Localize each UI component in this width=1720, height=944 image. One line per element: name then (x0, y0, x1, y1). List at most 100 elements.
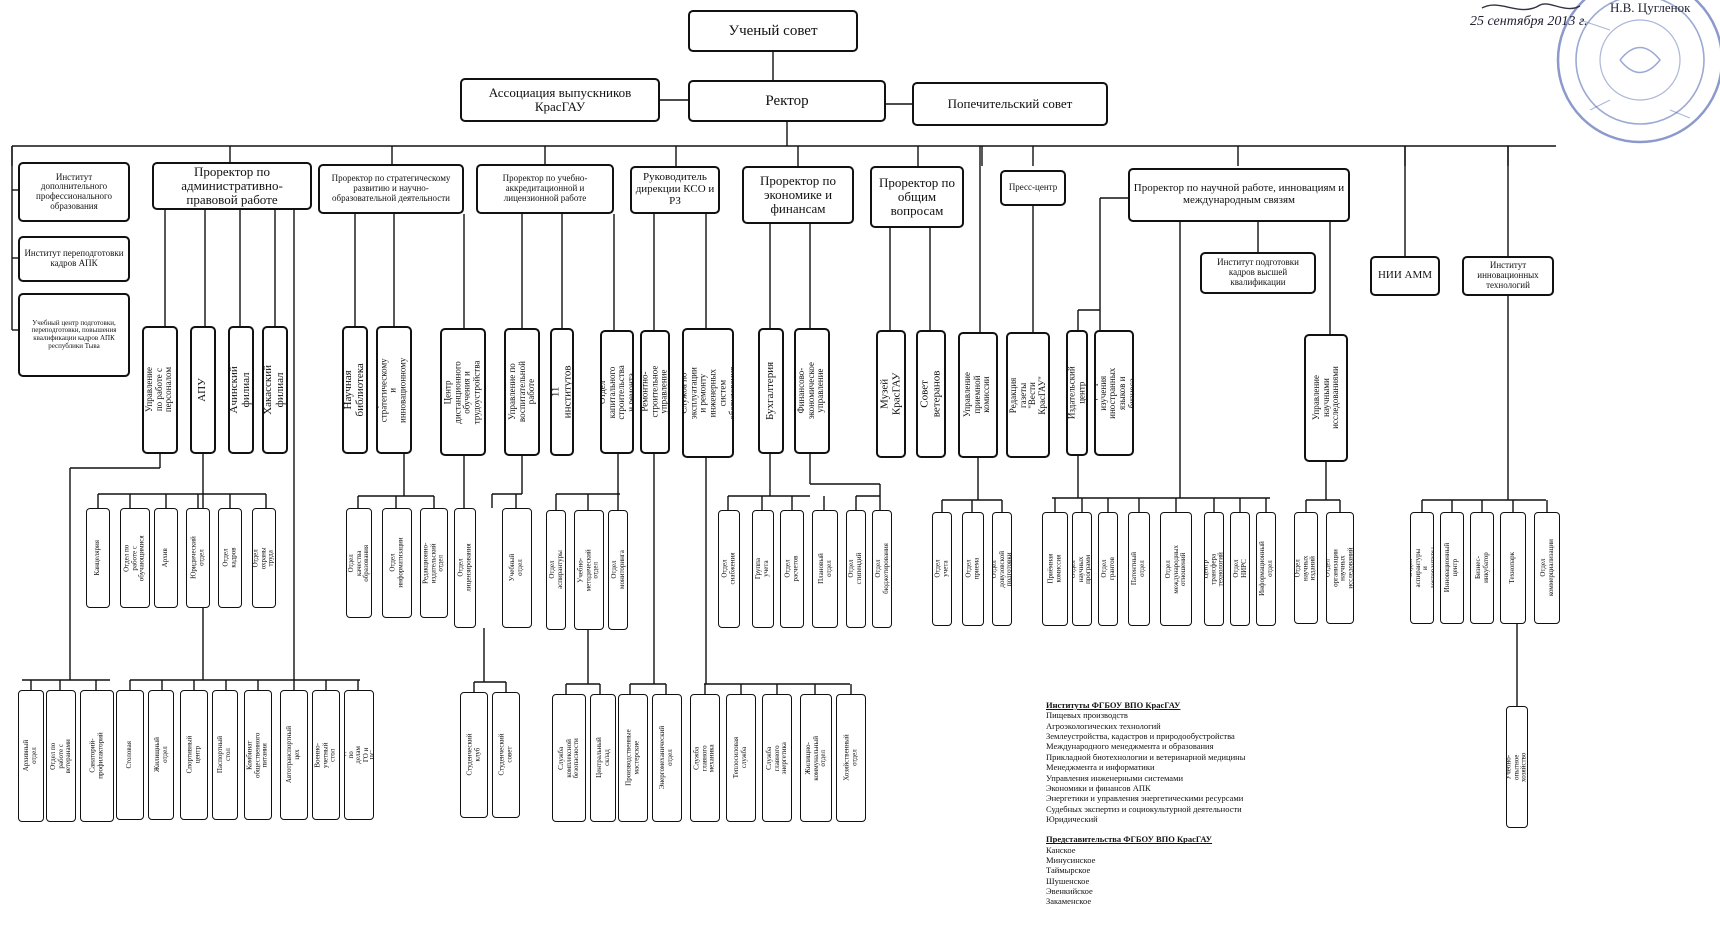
low-label-l8: Отдел информатизации (388, 537, 404, 589)
edu-center-box: Учебный центр подготовки, переподготовки… (18, 293, 130, 377)
bottom-box-b13: Студенческий совет (492, 692, 520, 818)
low-label-l11: Учебный отдел (508, 554, 524, 582)
representation-item: Закаменское (1046, 896, 1092, 907)
low-box-l1: Канцелярия (86, 508, 110, 608)
bottom-label-b20: Служба главного энергетика (764, 741, 788, 775)
pr-gen-label: Проректор по общим вопросам (878, 174, 956, 219)
low-box-l17: Отдел расчетов (780, 510, 804, 628)
mid-box-m5: Научная библиотека (342, 326, 368, 454)
mid-box-m16: Совет ветеранов (916, 330, 946, 458)
low-label-l7: Отдел качества образования (346, 544, 370, 582)
low-box-l36: Бизнес-инкубатор (1470, 512, 1494, 624)
pr-admin-label: Проректор по административно-правовой ра… (181, 163, 283, 208)
low-box-l27: Патентный отдел (1128, 512, 1150, 626)
rector-box: Ректор (688, 80, 886, 122)
bottom-box-b4: Столовая (116, 690, 144, 820)
low-box-l13: Учебно-методический отдел (574, 510, 604, 630)
low-label-l23: Отдел довузовской подготовки (992, 550, 1012, 588)
low-label-l10: Отдел лицензирования (456, 543, 473, 593)
bottom-label-b13: Студенческий совет (497, 734, 514, 776)
nii-label: НИИ АММ (1377, 269, 1433, 282)
low-label-l12: Отдел аспирантуры (547, 550, 564, 590)
inst-pk-label: Институт переподготовки кадров АПК (24, 248, 124, 268)
mid-label-m6: Управление по стратегическому и инноваци… (376, 357, 412, 423)
bottom-box-b6: Спортивный центр (180, 690, 208, 820)
mid-label-m3: Ачинский филиал (228, 366, 252, 414)
low-box-l16: Группа учета (752, 510, 774, 628)
mid-box-m6: Управление по стратегическому и инноваци… (376, 326, 412, 454)
bottom-box-b5: Жилищный отдел (148, 690, 174, 820)
bottom-box-b3: Санаторий-профилакторий (80, 690, 114, 822)
bottom-box-b9: Автотранспортный цех (280, 690, 308, 820)
low-box-l2: Отдел по работе с обучающимися (120, 508, 150, 608)
mid-label-m9: 11 институтов (550, 365, 573, 419)
trustees-box: Попечительский совет (912, 82, 1108, 126)
mid-box-m17: Управление приемной комиссии (958, 332, 998, 458)
inst-dpo-label: Институт дополнительного профессионально… (36, 171, 112, 211)
institutes-title: Институты ФГБОУ ВПО КрасГАУ (1046, 700, 1181, 710)
mid-label-m4: Хакасский филиал (262, 365, 286, 415)
institute-item: Землеустройства, кадастров и природообус… (1046, 731, 1235, 742)
bottom-label-b9: Автотранспортный цех (285, 726, 302, 784)
institute-item: Прикладной биотехнологии и ветеринарной … (1046, 751, 1246, 762)
low-box-l7: Отдел качества образования (346, 508, 372, 618)
bottom-box-b19: Теплосиловая служба (726, 694, 756, 822)
low-label-l37: Технопарк (1508, 552, 1517, 584)
bottom-box-b22: Хозяйственный отдел (836, 694, 866, 822)
low-label-l24: Приёмная комиссия (1046, 554, 1063, 584)
bottom-box-b2: Отдел по работе с ветеранами (46, 690, 76, 822)
bottom-label-b22: Хозяйственный отдел (842, 734, 859, 782)
low-label-l3: Архив (161, 548, 170, 568)
low-label-l29: Центр трансфера технологий (1204, 551, 1224, 587)
bottom-box-b14: Служба комплексной безопасности (552, 694, 586, 822)
pr-edu-label: Проректор по учебно-аккредитационной и л… (502, 173, 588, 203)
pr-edu-box: Проректор по учебно-аккредитационной и л… (476, 164, 614, 214)
low-box-l19: Отдел стипендий (846, 510, 866, 628)
approval-stamp: Н.В. Цугленок 25 сентября 2013 г. (1470, 0, 1720, 170)
mid-label-m17: Управление приемной комиссии (962, 372, 992, 418)
low-box-l22: Отдел приема (962, 512, 984, 626)
mid-label-m15: Музей КрасГАУ (878, 372, 902, 416)
low-box-l26: Отдел грантов (1098, 512, 1118, 626)
low-box-l14: Отдел мониторинга (608, 510, 628, 630)
representation-item: Канское (1046, 844, 1076, 855)
low-label-l20: Отдел бюджетирования (873, 543, 889, 595)
institute-item: Пищевых производств (1046, 710, 1128, 721)
mid-box-m2: АПУ (190, 326, 216, 454)
mid-box-m13: Бухгалтерия (758, 328, 784, 454)
bottom-label-b7: Паспортный стол (216, 736, 232, 774)
pr-econ-label: Проректор по экономике и финансам (759, 172, 837, 217)
mid-label-m7: Центр дистанционного обучения и трудоуст… (442, 360, 482, 424)
bottom-box-b16: Производственные мастерские (618, 694, 648, 822)
pr-sci-label: Проректор по научной работе, инновациям … (1133, 182, 1345, 206)
low-label-l2: Отдел по работе с обучающимися (122, 535, 146, 581)
representation-item: Шушенское (1046, 875, 1090, 886)
mid-box-m20: Центр изучения иностранных языков и бизн… (1094, 330, 1134, 456)
institutes-legend: Институты ФГБОУ ВПО КрасГАУ Пищевых прои… (1046, 700, 1326, 907)
bottom-label-b8: Комбинат общественного питания (245, 732, 269, 778)
low-box-l23: Отдел довузовской подготовки (992, 512, 1012, 626)
low-box-l24: Приёмная комиссия (1042, 512, 1068, 626)
mid-label-m18: Редакция газеты "Вести КрасГАУ" (1007, 375, 1047, 415)
low-label-l17: Отдел расчетов (783, 556, 800, 582)
inst-vk-label: Институт подготовки кадров высшей квалиф… (1217, 257, 1299, 287)
low-box-l28: Отдел международных отношений (1160, 512, 1192, 626)
alumni-association-box: Ассоциация выпускников КрасГАУ (460, 78, 660, 122)
seal-icon (1481, 0, 1720, 144)
mid-label-m11: Ремонтно-строительное управление (640, 366, 669, 418)
bottom-box-b21: Жилищно-коммунальный отдел (800, 694, 832, 822)
mid-label-m19: Издательский центр (1066, 366, 1087, 420)
inst-vk-box: Институт подготовки кадров высшей квалиф… (1200, 252, 1316, 294)
mid-box-m9: 11 институтов (550, 328, 574, 456)
low-label-l19: Отдел стипендий (847, 553, 863, 585)
low-label-l30: Отдел НИРС (1231, 559, 1248, 579)
low-label-l9: Редакционно-издательский отдел (421, 542, 445, 584)
institute-item: Управления инженерными системами (1046, 772, 1184, 783)
mid-box-m8: Управление по воспитательной работе (504, 328, 540, 456)
inst-it-label: Институт инновационных технологий (1477, 260, 1539, 290)
mid-box-m21: Управление научными исследованиями (1304, 334, 1348, 462)
low-box-l38: Отдел коммерциализации (1534, 512, 1560, 624)
approver-name: Н.В. Цугленок (1610, 0, 1691, 15)
dir-kso-label: Руководитель дирекции КСО и РЗ (635, 171, 715, 207)
